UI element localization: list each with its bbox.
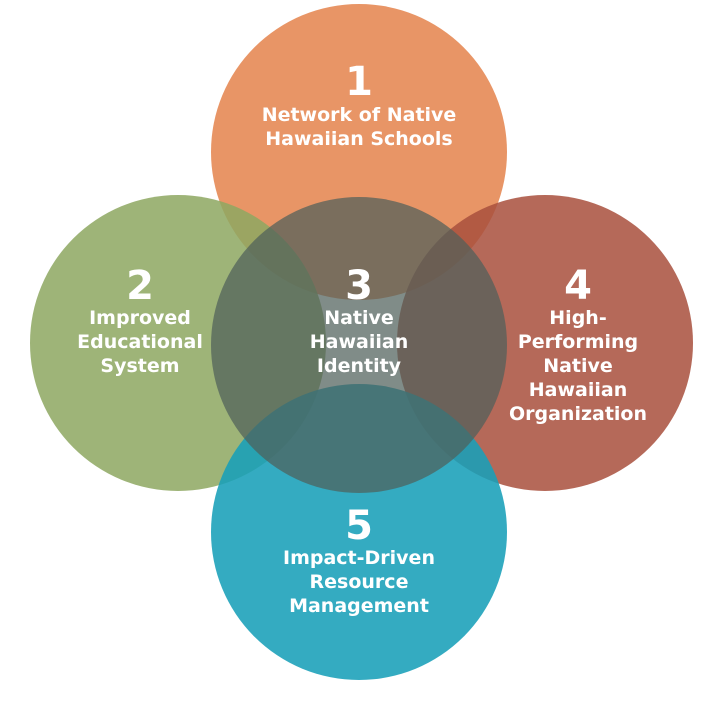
circle-3-label-line: Native xyxy=(324,307,394,329)
circle-3-number: 3 xyxy=(345,263,373,309)
circle-4-label-line: High- xyxy=(549,307,606,329)
circle-4-label-line: Hawaiian xyxy=(529,379,627,401)
circle-4-label-line: Native xyxy=(543,355,613,377)
circle-5-number: 5 xyxy=(345,503,373,549)
circle-2-label-line: Educational xyxy=(77,331,203,353)
circle-3-label-line: Identity xyxy=(317,355,402,377)
circle-2-number: 2 xyxy=(126,263,154,309)
circle-3-shape xyxy=(211,197,507,493)
circle-1-text: 1 Network of Native Hawaiian Schools xyxy=(262,59,457,150)
circle-4-label-line: Performing xyxy=(518,331,638,353)
circle-4-text: 4 High- Performing Native Hawaiian Organ… xyxy=(509,263,647,425)
circle-2-text: 2 Improved Educational System xyxy=(77,263,203,377)
circle-2-label-line: Improved xyxy=(89,307,191,329)
circle-5-label-line: Management xyxy=(289,595,429,617)
circle-5-label-line: Impact-Driven xyxy=(283,547,435,569)
circle-2-label-line: System xyxy=(100,355,179,377)
circle-1-label-line: Network of Native xyxy=(262,104,457,126)
circle-1-label-line: Hawaiian Schools xyxy=(265,128,453,150)
circle-5-label-line: Resource xyxy=(310,571,409,593)
circle-3-text: 3 Native Hawaiian Identity xyxy=(310,263,408,377)
circle-4-label-line: Organization xyxy=(509,403,647,425)
circle-1-number: 1 xyxy=(345,59,373,105)
circle-3-label-line: Hawaiian xyxy=(310,331,408,353)
circle-4-number: 4 xyxy=(564,263,592,309)
circle-5-text: 5 Impact-Driven Resource Management xyxy=(283,503,435,617)
